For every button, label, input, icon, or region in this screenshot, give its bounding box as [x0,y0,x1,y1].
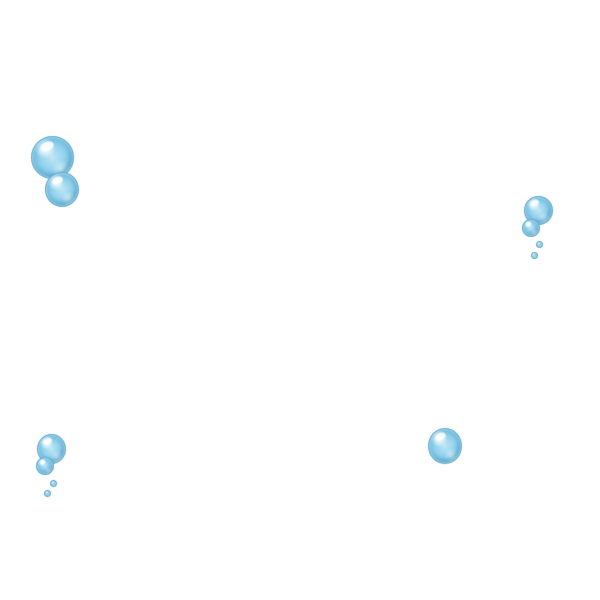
water-bubble [522,219,540,237]
water-bubble [31,136,74,179]
water-bubble [45,172,79,207]
water-bubble [44,490,51,497]
water-bubble [36,457,54,475]
water-bubble [536,241,543,248]
water-bubble [50,480,57,487]
water-bubble [531,252,538,259]
water-bubble [428,428,462,464]
